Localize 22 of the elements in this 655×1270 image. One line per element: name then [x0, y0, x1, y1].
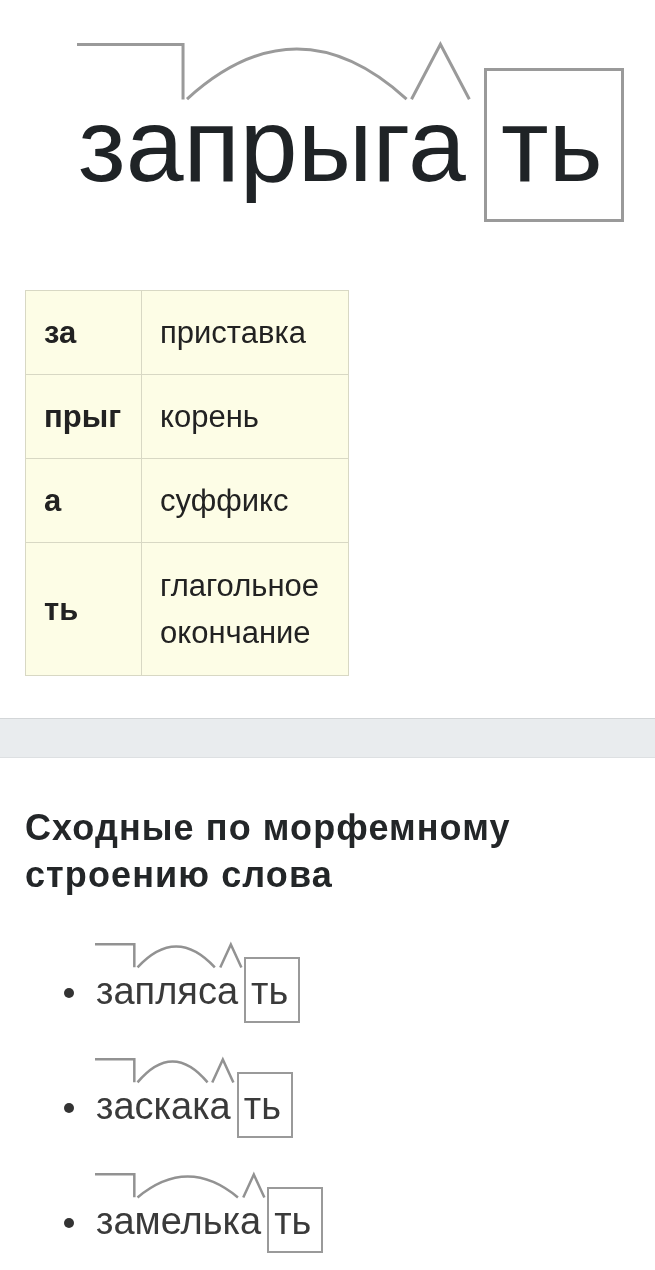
- ending-text: ть: [251, 968, 289, 1014]
- ending-text: ть: [274, 1198, 312, 1244]
- ending-frame: [236, 1072, 293, 1138]
- word-text: запрыга: [78, 85, 466, 205]
- morpheme-cell: а: [25, 458, 142, 543]
- divider-band: [0, 718, 655, 758]
- ending-frame: [267, 1187, 324, 1253]
- ending-frame: [244, 957, 301, 1023]
- morpheme-cell: ть: [25, 542, 142, 676]
- morpheme-cell: прыг: [25, 374, 142, 459]
- morpheme-meaning-cell: суффикс: [141, 458, 349, 543]
- word-text: замелька: [96, 1199, 262, 1245]
- morpheme-cell: за: [25, 290, 142, 375]
- ending-text: ть: [243, 1083, 281, 1129]
- word-text: заскака: [96, 1084, 231, 1130]
- section-heading: Сходные по морфемному строению слова: [25, 806, 512, 897]
- morpheme-meaning-cell: приставка: [141, 290, 349, 375]
- morpheme-meaning-cell: корень: [141, 374, 349, 459]
- word-text: запляса: [96, 969, 239, 1015]
- ending-text: ть: [500, 85, 603, 205]
- morpheme-meaning-cell: глагольное окончание: [141, 542, 349, 676]
- ending-frame: [483, 68, 624, 222]
